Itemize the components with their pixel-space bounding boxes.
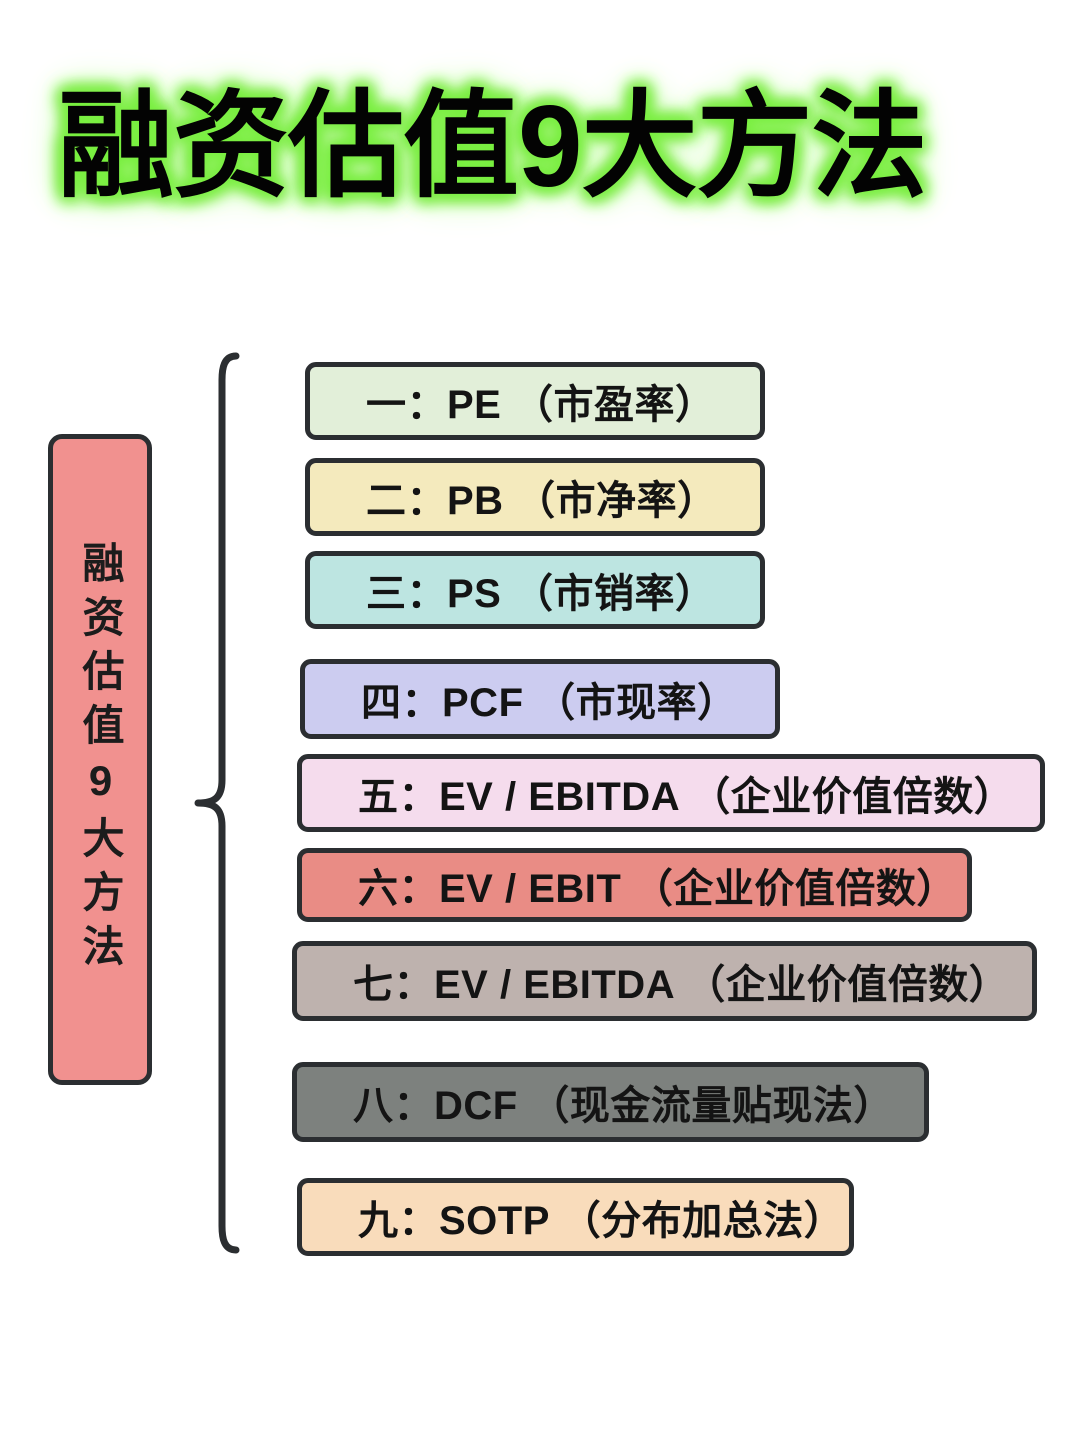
method-row[interactable]: 六：EV / EBIT （企业价值倍数） xyxy=(297,848,972,922)
method-row-label: 九：SOTP （分布加总法） xyxy=(358,1199,845,1243)
method-row[interactable]: 九：SOTP （分布加总法） xyxy=(297,1178,854,1256)
method-row[interactable]: 七：EV / EBITDA （企业价值倍数） xyxy=(292,941,1037,1021)
root-node-label: 融资估值9大方法 xyxy=(77,541,124,978)
method-row-label: 六：EV / EBIT （企业价值倍数） xyxy=(358,867,957,911)
method-row-label: 二：PB （市净率） xyxy=(366,479,718,523)
method-row[interactable]: 五：EV / EBITDA （企业价值倍数） xyxy=(297,754,1045,832)
curly-brace-icon xyxy=(194,352,240,1254)
method-row-label: 一：PE （市盈率） xyxy=(366,383,716,427)
title-banner: 融资估值9大方法 xyxy=(0,0,1080,300)
page-title: 融资估值9大方法 xyxy=(58,81,928,211)
method-row[interactable]: 八：DCF （现金流量贴现法） xyxy=(292,1062,929,1142)
method-row-label: 七：EV / EBITDA （企业价值倍数） xyxy=(353,963,1010,1007)
method-row[interactable]: 二：PB （市净率） xyxy=(305,458,765,536)
method-row-label: 三：PS （市销率） xyxy=(366,572,716,616)
method-row[interactable]: 三：PS （市销率） xyxy=(305,551,765,629)
method-row-label: 八：DCF （现金流量贴现法） xyxy=(353,1084,894,1128)
method-row[interactable]: 一：PE （市盈率） xyxy=(305,362,765,440)
method-row-label: 五：EV / EBITDA （企业价值倍数） xyxy=(358,775,1015,819)
root-node-box: 融资估值9大方法 xyxy=(48,434,152,1085)
method-row-label: 四：PCF （市现率） xyxy=(361,681,738,725)
method-row[interactable]: 四：PCF （市现率） xyxy=(300,659,780,739)
